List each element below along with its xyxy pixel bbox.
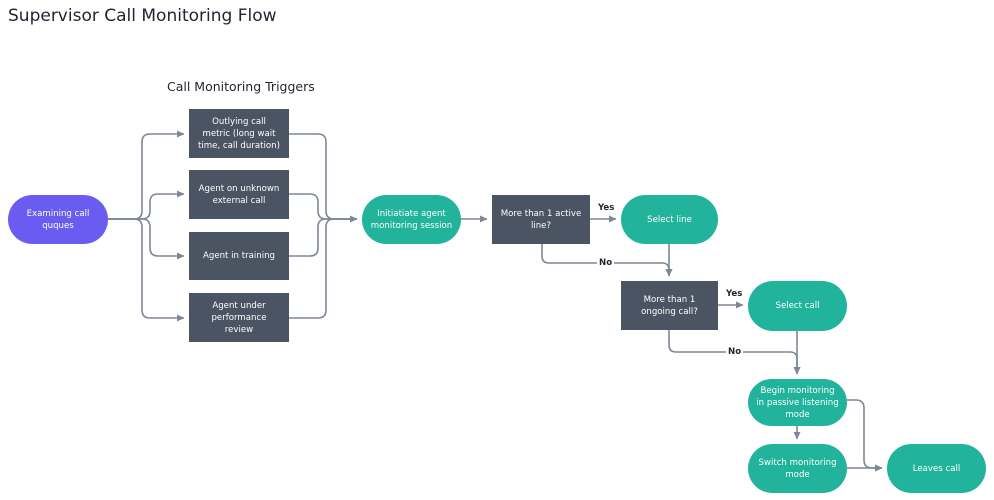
- edge-examining-external: [108, 190, 185, 220]
- trigger-performance-review-node: Agent under performance review: [189, 293, 289, 342]
- edge-examining-metric: [108, 130, 185, 220]
- edge-examining-review: [108, 218, 185, 322]
- trigger-in-training-node: Agent in training: [189, 232, 289, 280]
- select-call-node: Select call: [748, 281, 847, 331]
- edge-label-no-line: No: [597, 258, 615, 269]
- select-line-node: Select line: [621, 195, 718, 244]
- trigger-unknown-external-node: Agent on unknown external call: [189, 170, 289, 219]
- trigger-outlying-metric-node: Outlying call metric (long wait time, ca…: [189, 109, 289, 158]
- decision-ongoing-call-node: More than 1 ongoing call?: [621, 281, 718, 330]
- begin-monitoring-node: Begin monitoring in passive listening mo…: [748, 379, 847, 426]
- edge-metric-initiate: [289, 133, 358, 223]
- examining-call-queues-node: Examining call quques: [8, 195, 108, 244]
- edge-review-initiate: [289, 218, 357, 319]
- edge-label-yes-call: Yes: [724, 289, 745, 300]
- initiate-session-node: Initiatiate agent monitoring session: [362, 195, 461, 244]
- leaves-call-node: Leaves call: [887, 444, 986, 493]
- decision-active-line-node: More than 1 active line?: [492, 195, 590, 244]
- switch-mode-node: Switch monitoring mode: [748, 444, 847, 493]
- edge-examining-training: [108, 218, 185, 260]
- edge-begin-leaves: [847, 399, 883, 472]
- edge-external-initiate: [289, 193, 357, 220]
- section-title: Call Monitoring Triggers: [167, 79, 315, 94]
- edge-label-yes-line: Yes: [596, 203, 617, 214]
- edge-label-no-call: No: [726, 347, 744, 358]
- page-title: Supervisor Call Monitoring Flow: [8, 6, 277, 26]
- edge-training-initiate: [289, 218, 357, 257]
